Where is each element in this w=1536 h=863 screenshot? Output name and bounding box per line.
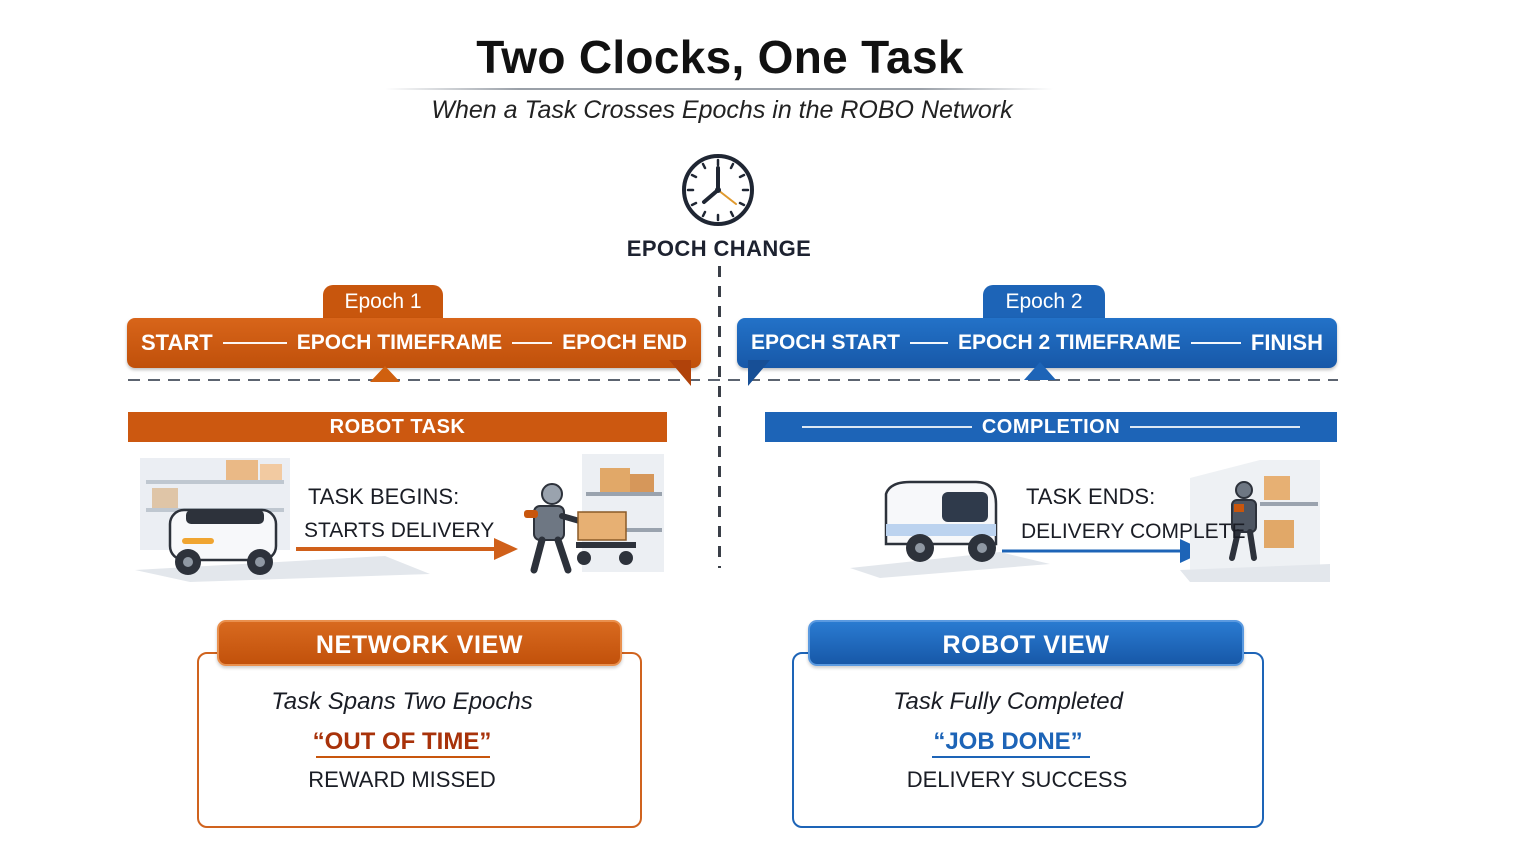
network-view-title: NETWORK VIEW [217,620,622,666]
title-divider [385,88,1053,90]
clock-icon [682,154,754,226]
robot-view-title: ROBOT VIEW [808,620,1244,666]
delivery-robot-icon [168,508,278,575]
epoch-2-marker-triangle [1024,362,1056,380]
epoch-1-timeline-bar: START EPOCH TIMEFRAME EPOCH END [127,318,701,368]
epoch-2-tab: Epoch 2 [983,285,1105,319]
task-ends-illustration [850,460,1330,582]
task-begins-illustration [135,454,664,582]
robot-view-card [792,652,1264,828]
epoch-1-tab: Epoch 1 [323,285,443,319]
timeline-connector [909,342,948,344]
epoch-1-end-flag [669,360,691,386]
task-begins-detail: STARTS DELIVERY [304,519,495,542]
epoch-2-timeframe-label: EPOCH 2 TIMEFRAME [957,331,1181,354]
epoch-1-start-label: START [141,330,213,355]
completion-banner: COMPLETION [765,412,1337,442]
verdict-underline [316,756,490,758]
humanoid-robot-icon [1229,481,1257,561]
delivery-robot-icon [884,480,998,562]
banner-rule [801,426,972,428]
epoch-2-timeline-bar: EPOCH START EPOCH 2 TIMEFRAME FINISH [737,318,1337,368]
robot-task-banner: ROBOT TASK [128,412,667,442]
task-ends-detail: DELIVERY COMPLETE [1021,520,1246,543]
robot-view-outcome: DELIVERY SUCCESS [906,767,1128,792]
robot-view-verdict: “JOB DONE” [933,728,1083,755]
epoch-change-label: EPOCH CHANGE [626,236,812,261]
robot-view-summary: Task Fully Completed [893,688,1123,715]
epoch-2-start-label: EPOCH START [751,331,900,354]
network-view-card [197,652,642,828]
page-title: Two Clocks, One Task [476,31,964,83]
epoch-divider-line [718,266,721,568]
epoch-1-end-label: EPOCH END [562,331,687,354]
task-begins-heading: TASK BEGINS: [308,484,460,509]
epoch-2-start-flag [748,360,770,386]
humanoid-robot-icon [524,483,636,574]
page-subtitle: When a Task Crosses Epochs in the ROBO N… [431,96,1013,124]
completion-banner-label: COMPLETION [981,416,1121,438]
epoch-2-finish-label: FINISH [1250,330,1323,355]
network-view-outcome: REWARD MISSED [308,767,496,792]
epoch-1-marker-triangle [370,366,400,382]
task-ends-heading: TASK ENDS: [1026,484,1156,509]
timeline-connector [512,342,553,344]
epoch-1-timeframe-label: EPOCH TIMEFRAME [296,331,503,354]
verdict-underline [932,756,1090,758]
timeline-connector [222,342,287,344]
network-view-verdict: “OUT OF TIME” [312,728,492,755]
banner-rule [1130,426,1301,428]
network-view-summary: Task Spans Two Epochs [271,688,533,715]
timeline-dashed-line [128,379,1338,381]
timeline-connector [1190,342,1241,344]
